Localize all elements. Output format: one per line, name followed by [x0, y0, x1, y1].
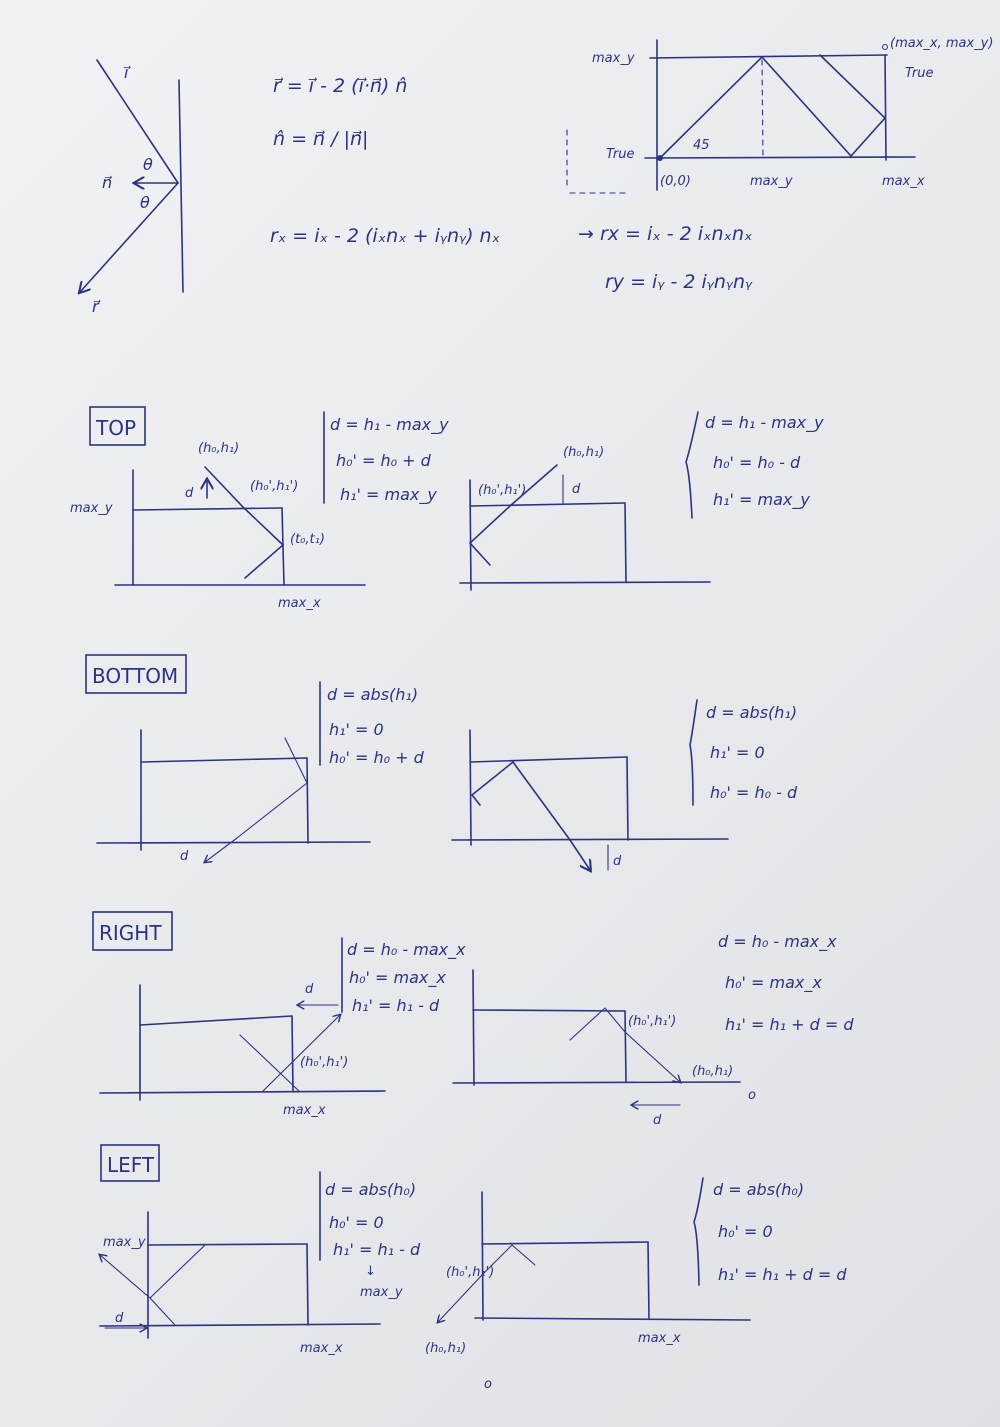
- point-start: (h₀,h₁): [198, 441, 239, 456]
- equation: h₁' = h₁ + d = d: [718, 1265, 847, 1284]
- equation: d = abs(h₁): [327, 685, 418, 704]
- o-label: o: [484, 1377, 492, 1392]
- o-label: o: [748, 1088, 756, 1103]
- equation: h₀' = h₀ + d: [329, 748, 425, 767]
- max-x-label: max_x: [638, 1331, 681, 1346]
- equation: d = abs(h₁): [706, 703, 797, 722]
- equation: h₁' = max_y: [340, 485, 437, 505]
- point-t: (t₀,t₁): [290, 532, 325, 547]
- equation: h₀' = 0: [718, 1222, 773, 1241]
- point-start: (h₀,h₁): [425, 1341, 466, 1356]
- theta-in-label: θ: [143, 155, 153, 174]
- equation: d = abs(h₀): [325, 1180, 416, 1199]
- equation: d = abs(h₀): [713, 1180, 804, 1199]
- reflection-equations: r⃗ = i⃗ - 2 (i⃗·n⃗) n̂ n̂ = n⃗ / |n⃗| rₓ…: [270, 75, 753, 293]
- equation: h₀' = max_x: [725, 973, 822, 993]
- section-title: LEFT: [107, 1153, 155, 1177]
- point-start: (h₀,h₁): [692, 1064, 733, 1079]
- section-left: LEFT max_y d max_x d = abs(h₀) h₀' = 0 h…: [100, 1144, 847, 1392]
- point-new: (h₀',h₁'): [300, 1055, 348, 1070]
- eq-rx-simple: → rx = iₓ - 2 iₓnₓnₓ: [578, 223, 752, 245]
- equation: h₁' = 0: [710, 743, 765, 762]
- x-tick-end: max_x: [882, 174, 925, 189]
- angle-label: 45: [693, 138, 710, 153]
- true-bottom-label: True: [606, 147, 635, 162]
- d-label: d: [572, 482, 581, 497]
- equation: h₀' = max_x: [349, 968, 446, 988]
- d-label: d: [180, 849, 189, 864]
- section-title: TOP: [95, 416, 136, 440]
- eq-r-vector: r⃗ = i⃗ - 2 (i⃗·n⃗) n̂: [273, 75, 407, 97]
- section-title: RIGHT: [99, 921, 162, 945]
- max-y-label: max_y: [70, 501, 113, 516]
- point-start: (h₀,h₁): [563, 445, 604, 460]
- d-label: d: [115, 1311, 124, 1326]
- max-x-label: max_x: [283, 1103, 326, 1118]
- max-x-label: max_x: [278, 596, 321, 611]
- wall-line: [178, 79, 184, 293]
- point-new: (h₀',h₁'): [250, 479, 298, 494]
- equation: d = h₀ - max_x: [718, 932, 837, 952]
- equation: h₁' = max_y: [713, 490, 810, 510]
- point-new: (h₀',h₁'): [446, 1265, 494, 1280]
- arrow-glyph: ↓: [365, 1264, 376, 1279]
- theta-out-label: θ: [140, 193, 150, 212]
- incident-ray: [96, 59, 179, 184]
- d-label: d: [305, 982, 314, 997]
- equation: h₁' = h₁ - d: [352, 996, 440, 1015]
- true-top-label: True: [905, 66, 934, 81]
- origin-label: (0,0): [660, 174, 691, 189]
- reflection-sketch: i⃗ θ n⃗ θ r⃗: [80, 59, 184, 316]
- equation: d = h₁ - max_y: [330, 415, 449, 435]
- section-right: RIGHT d (h₀',h₁') max_x d = h₀ - max_x h…: [92, 911, 854, 1128]
- max-y-label: max_y: [592, 51, 635, 66]
- section-title: BOTTOM: [92, 664, 178, 688]
- normal-label: n⃗: [102, 173, 112, 192]
- section-top: TOP (h₀,h₁) d (h₀',h₁') (t₀,t₁) max_y ma…: [70, 406, 824, 611]
- d-label: d: [185, 486, 194, 501]
- equation: h₀' = h₀ - d: [713, 453, 801, 472]
- equation: h₁' = h₁ + d = d: [725, 1015, 854, 1034]
- max-x-label: max_x: [300, 1341, 343, 1356]
- equation: d = h₀ - max_x: [347, 940, 466, 960]
- equation: h₀' = h₀ - d: [710, 783, 798, 802]
- d-label: d: [613, 854, 622, 869]
- reflected-ray: [80, 182, 179, 292]
- d-label: d: [653, 1113, 662, 1128]
- eq-rx-full: rₓ = iₓ - 2 (iₓnₓ + iᵧnᵧ) nₓ: [270, 225, 500, 247]
- equation: h₀' = 0: [329, 1213, 384, 1232]
- equation: d = h₁ - max_y: [705, 413, 824, 433]
- max-y-note: max_y: [360, 1285, 403, 1300]
- equation: h₁' = h₁ - d: [333, 1240, 421, 1259]
- point-new: (h₀',h₁'): [478, 483, 526, 498]
- eq-ry-simple: ry = iᵧ - 2 iᵧnᵧnᵧ: [605, 271, 753, 293]
- section-bottom: BOTTOM d d = abs(h₁) h₁' = 0 h₀' = h₀ + …: [85, 654, 798, 870]
- max-y-label: max_y: [103, 1235, 146, 1250]
- equation: h₀' = h₀ + d: [336, 451, 432, 470]
- bounds-diagram: max_y (max_x, max_y) True True 45 (0,0) …: [566, 36, 993, 194]
- corner-label: (max_x, max_y): [890, 36, 993, 51]
- reflected-label: r⃗: [92, 297, 101, 316]
- point-new: (h₀',h₁'): [628, 1014, 676, 1029]
- eq-n-hat: n̂ = n⃗ / |n⃗|: [273, 128, 368, 150]
- x-tick-mid: max_y: [750, 174, 793, 189]
- equation: h₁' = 0: [329, 720, 384, 739]
- incident-label: i⃗: [123, 63, 131, 82]
